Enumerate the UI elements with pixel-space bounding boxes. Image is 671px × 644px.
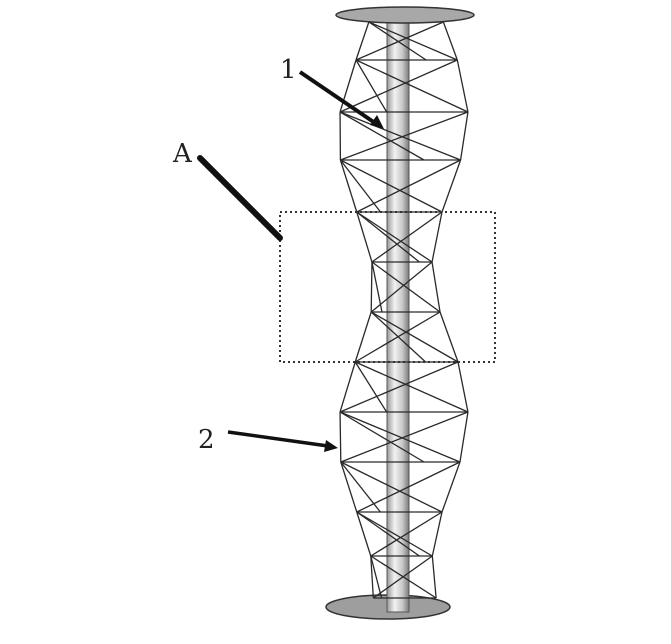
truss-diagonal-member: [356, 511, 433, 557]
truss-right-chord: [442, 21, 458, 61]
leader-line-a: [197, 155, 283, 241]
truss-left-chord: [340, 461, 358, 513]
truss-diagonal-member: [340, 411, 469, 463]
truss-diagonal-member: [355, 21, 444, 61]
arrowhead-1: [370, 115, 384, 129]
truss-helical-member: [340, 461, 381, 513]
truss-right-chord: [431, 261, 441, 313]
label-detail-a: A: [172, 139, 193, 169]
truss-helical-member: [339, 159, 382, 213]
truss-helical-member: [356, 511, 420, 557]
truss-diagonal-member: [340, 461, 443, 513]
truss-helical-member: [339, 411, 425, 463]
truss-diagonal-member: [370, 261, 433, 313]
label-part-1: 1: [280, 55, 297, 85]
truss-left-chord: [370, 555, 374, 599]
truss-right-chord: [431, 211, 443, 263]
truss-diagonal-member: [370, 311, 459, 363]
truss-helical-member: [356, 211, 420, 263]
truss-diagonal-member: [339, 111, 461, 161]
arrowhead-2: [324, 440, 338, 452]
truss-left-chord: [354, 311, 372, 363]
truss-diagonal-member: [339, 59, 458, 113]
truss-helical-member: [370, 311, 427, 363]
truss-right-chord: [431, 511, 443, 557]
truss-diagonal-member: [339, 411, 461, 463]
label-part-2: 2: [198, 425, 215, 455]
truss-helical-member: [371, 261, 383, 313]
truss-right-chord: [441, 159, 462, 213]
truss-diagonal-member: [355, 59, 469, 113]
truss-diagonal-member: [372, 555, 433, 599]
truss-helical-member: [370, 555, 383, 599]
truss-right-chord: [441, 461, 461, 513]
truss-left-chord: [339, 159, 358, 213]
leader-arrow-1: [298, 70, 380, 127]
leader-arrow-2: [227, 430, 329, 448]
truss-diagonal-member: [354, 361, 469, 413]
truss-diagonal-member: [340, 159, 443, 213]
central-pole: [386, 19, 410, 613]
helical-truss-frame: [339, 21, 469, 599]
truss-diagonal-member: [371, 211, 443, 263]
truss-right-chord: [459, 411, 469, 463]
truss-helical-member: [368, 21, 427, 61]
truss-helical-member: [354, 361, 388, 413]
truss-left-chord: [339, 411, 342, 463]
detail-a-dashed-box: [279, 211, 496, 363]
truss-right-chord: [431, 555, 437, 599]
truss-diagonal-member: [356, 211, 433, 263]
truss-helical-member: [339, 111, 425, 161]
truss-diagonal-member: [371, 261, 441, 313]
truss-diagonal-member: [368, 21, 458, 61]
top-end-disk: [335, 6, 475, 24]
truss-left-chord: [355, 21, 370, 61]
truss-diagonal-member: [370, 511, 443, 557]
truss-right-chord: [457, 361, 469, 413]
truss-left-chord: [356, 511, 372, 557]
truss-right-chord: [459, 111, 469, 161]
truss-diagonal-member: [340, 111, 469, 161]
truss-left-chord: [356, 211, 373, 263]
truss-diagonal-member: [339, 361, 459, 413]
truss-helical-member: [355, 59, 388, 113]
truss-right-chord: [456, 59, 469, 113]
truss-left-chord: [339, 361, 356, 413]
truss-left-chord: [370, 261, 373, 313]
truss-right-chord: [439, 311, 459, 363]
